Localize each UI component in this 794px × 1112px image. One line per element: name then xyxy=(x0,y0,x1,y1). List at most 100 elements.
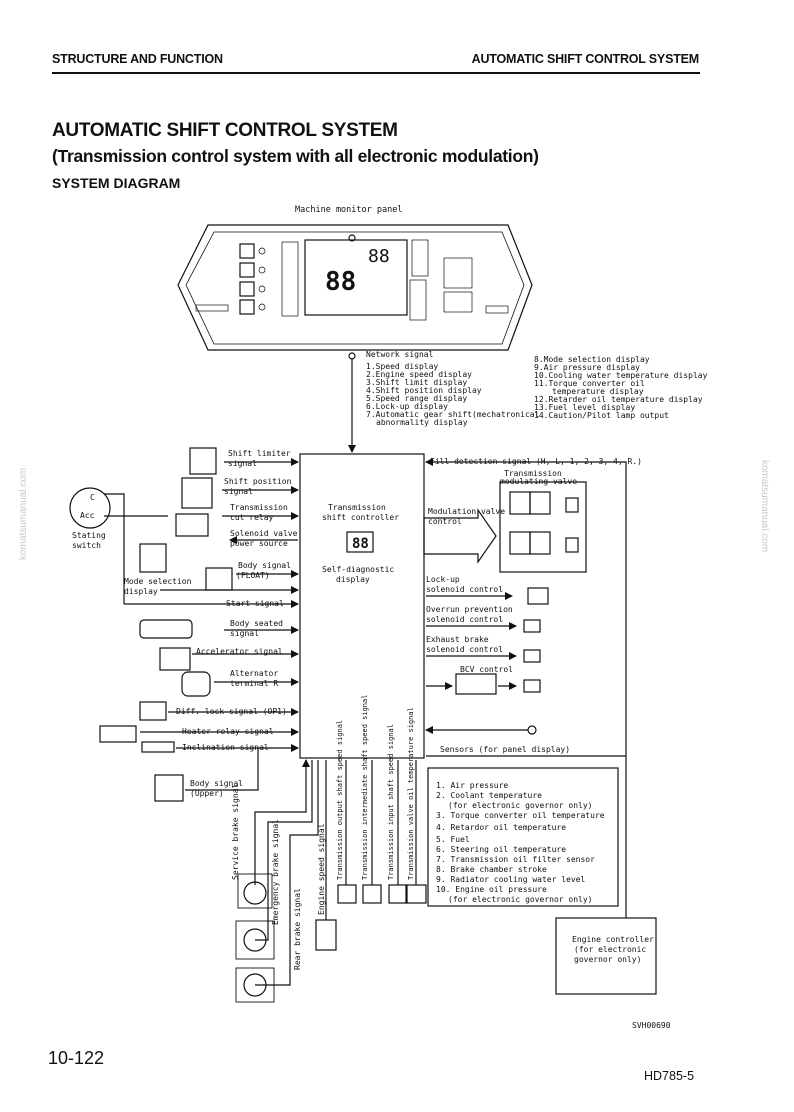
svg-text:4.Shift position display: 4.Shift position display xyxy=(366,386,482,395)
modulating-valve xyxy=(499,481,587,573)
svg-text:(for electronic: (for electronic xyxy=(574,945,646,954)
page-number: 10-122 xyxy=(48,1048,105,1068)
svg-text:11.Torque converter oil: 11.Torque converter oil xyxy=(534,379,645,388)
svg-text:13.Fuel level display: 13.Fuel level display xyxy=(534,403,635,412)
svg-text:signal: signal xyxy=(228,459,257,468)
svg-text:signal: signal xyxy=(224,487,253,496)
page-subtitle: (Transmission control system with all el… xyxy=(52,146,539,166)
diagram-code: SVH00690 xyxy=(632,1021,671,1030)
svg-text:Transmission intermediate shaf: Transmission intermediate shaft speed si… xyxy=(361,695,369,880)
svg-text:Self-diagnostic: Self-diagnostic xyxy=(322,565,394,574)
svg-text:Heater relay signal: Heater relay signal xyxy=(182,727,274,736)
svg-text:Engine speed signal: Engine speed signal xyxy=(317,823,326,915)
svg-text:Service brake signal: Service brake signal xyxy=(231,783,240,880)
svg-text:9.Air pressure display: 9.Air pressure display xyxy=(534,363,640,372)
svg-text:Exhaust brake: Exhaust brake xyxy=(426,635,489,644)
diagnostic-digits: 88 xyxy=(352,536,369,552)
svg-text:Lock-up: Lock-up xyxy=(426,575,460,584)
svg-text:10.Cooling water temperature d: 10.Cooling water temperature display xyxy=(534,371,708,380)
controller-label: Transmission xyxy=(328,503,386,512)
svg-text:Sensors (for panel display): Sensors (for panel display) xyxy=(440,745,570,754)
svg-text:modulating valve: modulating valve xyxy=(500,477,577,486)
svg-text:Engine controller: Engine controller xyxy=(572,935,654,944)
fill-detection-label: Fill detection signal (H, L, 1, 2, 3, 4,… xyxy=(430,457,642,466)
svg-text:Start signal: Start signal xyxy=(226,599,284,608)
svg-text:5. Fuel: 5. Fuel xyxy=(436,835,470,844)
svg-text:(for electronic governor only): (for electronic governor only) xyxy=(448,801,593,810)
svg-text:C: C xyxy=(90,493,95,502)
svg-text:Accelerator signal: Accelerator signal xyxy=(196,647,283,656)
svg-text:display: display xyxy=(124,587,158,596)
svg-text:governor only): governor only) xyxy=(574,955,641,964)
header-right: AUTOMATIC SHIFT CONTROL SYSTEM xyxy=(471,52,700,66)
svg-text:2. Coolant temperature: 2. Coolant temperature xyxy=(436,791,542,800)
svg-text:88: 88 xyxy=(368,246,390,267)
svg-text:9. Radiator cooling water leve: 9. Radiator cooling water level xyxy=(436,875,585,884)
svg-text:power source: power source xyxy=(230,539,288,548)
svg-text:Rear brake signal: Rear brake signal xyxy=(293,888,302,970)
svg-text:Emergency brake signal: Emergency brake signal xyxy=(271,819,280,925)
svg-text:control: control xyxy=(428,517,462,526)
network-signal-label: Network signal xyxy=(366,350,434,359)
svg-text:2.Engine speed display: 2.Engine speed display xyxy=(366,370,472,379)
svg-text:solenoid control: solenoid control xyxy=(426,615,503,624)
engine-controller xyxy=(555,917,657,995)
svg-text:3.Shift limit display: 3.Shift limit display xyxy=(366,378,467,387)
monitor-panel-label: Machine monitor panel xyxy=(295,205,402,215)
svg-text:signal: signal xyxy=(230,629,259,638)
svg-text:7.Automatic gear shift(mechatr: 7.Automatic gear shift(mechatronical xyxy=(366,410,540,419)
svg-text:(FLOAT): (FLOAT) xyxy=(236,571,270,580)
page-title: AUTOMATIC SHIFT CONTROL SYSTEM xyxy=(52,120,398,141)
transmission-shift-controller xyxy=(299,453,425,759)
svg-text:Body signal: Body signal xyxy=(238,561,291,570)
header-rule xyxy=(52,72,700,74)
svg-text:Transmission output shaft spee: Transmission output shaft speed signal xyxy=(336,720,344,880)
svg-text:temperature display: temperature display xyxy=(552,387,644,396)
modulation-control-arrow xyxy=(423,508,497,564)
watermark-left: komatsumanual.com xyxy=(18,467,29,560)
svg-text:10. Engine oil pressure: 10. Engine oil pressure xyxy=(436,885,547,894)
svg-text:5.Speed range display: 5.Speed range display xyxy=(366,394,467,403)
svg-text:Alternator: Alternator xyxy=(230,669,278,678)
watermark-right: komatsumanual.com xyxy=(759,460,770,553)
svg-text:Solenoid valve: Solenoid valve xyxy=(230,529,298,538)
svg-text:solenoid control: solenoid control xyxy=(426,585,503,594)
svg-text:Stating: Stating xyxy=(72,531,106,540)
sensor-list-box xyxy=(427,767,619,907)
svg-text:switch: switch xyxy=(72,541,101,550)
svg-text:6.Lock-up display: 6.Lock-up display xyxy=(366,402,448,411)
svg-text:shift controller: shift controller xyxy=(322,513,399,522)
svg-text:BCV control: BCV control xyxy=(460,665,513,674)
svg-text:8.Mode selection display: 8.Mode selection display xyxy=(534,355,650,364)
svg-text:Transmission: Transmission xyxy=(230,503,288,512)
svg-text:7. Transmission oil filter sen: 7. Transmission oil filter sensor xyxy=(436,855,595,864)
svg-text:Shift limiter: Shift limiter xyxy=(228,449,291,458)
monitor-panel-outline xyxy=(177,224,533,351)
svg-text:Body seated: Body seated xyxy=(230,619,283,628)
starting-switch xyxy=(69,487,111,529)
svg-text:Overrun prevention: Overrun prevention xyxy=(426,605,513,614)
svg-text:terminal R: terminal R xyxy=(230,679,278,688)
svg-text:3. Torque converter oil temper: 3. Torque converter oil temperature xyxy=(436,811,605,820)
svg-text:1.Speed display: 1.Speed display xyxy=(366,362,438,371)
svg-text:(for electronic governor only): (for electronic governor only) xyxy=(448,895,593,904)
section-title: SYSTEM DIAGRAM xyxy=(52,175,181,191)
svg-text:Acc: Acc xyxy=(80,511,95,520)
svg-text:Transmission input shaft speed: Transmission input shaft speed signal xyxy=(387,724,395,880)
svg-text:abnormality display: abnormality display xyxy=(376,418,468,427)
svg-text:Transmission valve oil tempera: Transmission valve oil temperature signa… xyxy=(407,707,415,880)
svg-text:12.Retarder oil temperature di: 12.Retarder oil temperature display xyxy=(534,395,703,404)
svg-text:1. Air pressure: 1. Air pressure xyxy=(436,781,508,790)
svg-text:solenoid control: solenoid control xyxy=(426,645,503,654)
svg-text:Transmission: Transmission xyxy=(504,469,562,478)
svg-text:display: display xyxy=(336,575,370,584)
svg-text:6. Steering oil temperature: 6. Steering oil temperature xyxy=(436,845,566,854)
svg-text:8. Brake chamber stroke: 8. Brake chamber stroke xyxy=(436,865,547,874)
svg-text:14.Caution/Pilot lamp output: 14.Caution/Pilot lamp output xyxy=(534,411,669,420)
svg-text:(Upper): (Upper) xyxy=(190,789,224,798)
model-number: HD785-5 xyxy=(644,1069,695,1083)
svg-text:Diff. lock signal (OP1): Diff. lock signal (OP1) xyxy=(176,707,287,716)
svg-text:4. Retardor oil temperature: 4. Retardor oil temperature xyxy=(436,823,566,832)
svg-text:Shift position: Shift position xyxy=(224,477,292,486)
